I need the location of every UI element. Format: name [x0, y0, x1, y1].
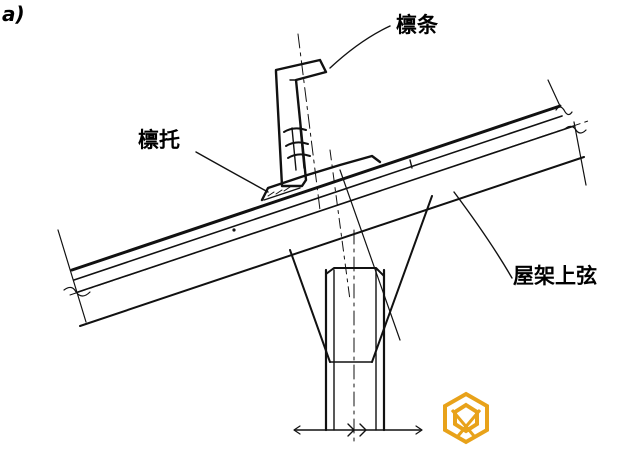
- weld-dot: [232, 228, 236, 232]
- purlin: [274, 33, 328, 211]
- vertical-member: [293, 229, 423, 447]
- purlin-cleat-label: 檩托: [138, 128, 180, 152]
- gusset-plate: [289, 149, 433, 363]
- purlin-label: 檩条: [396, 13, 438, 37]
- hexagon-logo-icon: [443, 391, 489, 445]
- leader-lines: [195, 25, 513, 279]
- truss-top-chord-label: 屋架上弦: [513, 264, 597, 288]
- top-chord: [57, 79, 589, 327]
- figure-label: a): [2, 2, 25, 26]
- purlin-cleat: [260, 154, 382, 202]
